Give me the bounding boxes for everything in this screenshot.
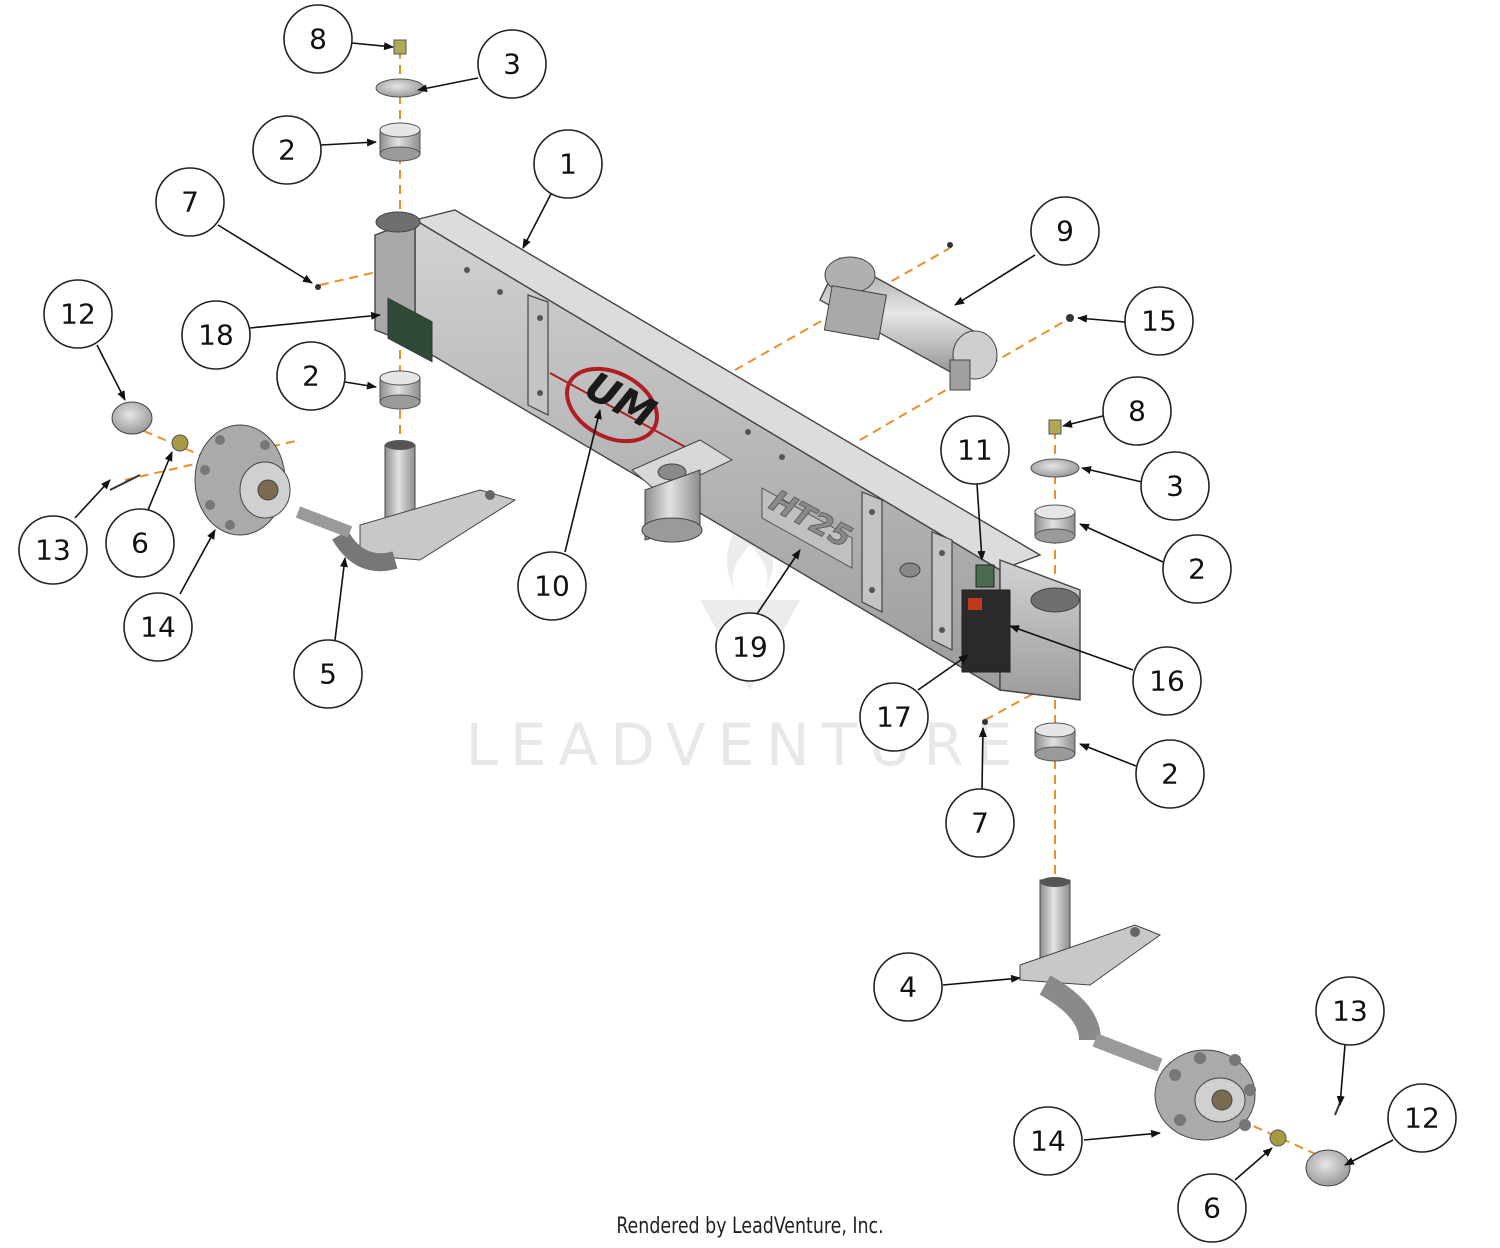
callout-16: 16 (1132, 646, 1202, 716)
right-upper-stack (1030, 419, 1080, 762)
callouts: 8 3 2 7 1 12 18 9 15 2 8 11 3 13 6 14 10… (18, 4, 1457, 1243)
watermark-text: LEADVENTURE (466, 711, 1025, 779)
svg-text:17: 17 (876, 701, 912, 734)
svg-text:5: 5 (319, 658, 337, 691)
callout-13-right: 13 (1315, 976, 1385, 1046)
svg-text:14: 14 (1030, 1125, 1066, 1158)
svg-text:10: 10 (534, 570, 570, 603)
callout-5: 5 (293, 639, 363, 709)
svg-text:2: 2 (1188, 553, 1206, 586)
svg-text:7: 7 (181, 186, 199, 219)
svg-text:8: 8 (1128, 395, 1146, 428)
callout-12-left: 12 (43, 279, 113, 349)
callout-leaders (74, 42, 1394, 1181)
svg-text:18: 18 (198, 319, 234, 352)
svg-text:2: 2 (302, 360, 320, 393)
svg-text:15: 15 (1141, 305, 1177, 338)
callout-11: 11 (940, 415, 1010, 485)
callout-7-left: 7 (155, 167, 225, 237)
svg-text:3: 3 (1166, 470, 1184, 503)
callout-3-right: 3 (1140, 451, 1210, 521)
svg-text:1: 1 (559, 148, 577, 181)
callout-14-right: 14 (1013, 1106, 1083, 1176)
callout-8-top: 8 (283, 4, 353, 74)
svg-text:7: 7 (971, 807, 989, 840)
callout-1: 1 (533, 129, 603, 199)
right-spindle (1019, 877, 1163, 1072)
callout-2-left-lower: 2 (276, 341, 346, 411)
small-hardware (109, 242, 1351, 1187)
svg-text:13: 13 (1332, 995, 1368, 1028)
callout-6-right: 6 (1177, 1173, 1247, 1243)
callout-10: 10 (517, 551, 587, 621)
svg-text:16: 16 (1149, 665, 1185, 698)
svg-text:14: 14 (140, 611, 176, 644)
svg-text:4: 4 (899, 971, 917, 1004)
right-hub (1154, 1049, 1256, 1141)
callout-3-top: 3 (477, 29, 547, 99)
callout-18: 18 (181, 300, 251, 370)
svg-text:2: 2 (1161, 758, 1179, 791)
svg-text:11: 11 (957, 434, 993, 467)
svg-text:6: 6 (1203, 1192, 1221, 1225)
left-upper-stack (375, 39, 425, 410)
svg-text:9: 9 (1056, 215, 1074, 248)
callout-13-left: 13 (18, 515, 88, 585)
hydraulic-cylinder (819, 256, 998, 391)
callout-2-right-lower: 2 (1135, 739, 1205, 809)
footer-credit: Rendered by LeadVenture, Inc. (616, 1214, 884, 1239)
svg-text:2: 2 (278, 134, 296, 167)
left-hub (194, 424, 291, 536)
svg-text:13: 13 (35, 534, 71, 567)
callout-17: 17 (859, 682, 929, 752)
svg-text:12: 12 (1404, 1102, 1440, 1135)
callout-12-right: 12 (1387, 1083, 1457, 1153)
svg-text:8: 8 (309, 23, 327, 56)
callout-14-left: 14 (123, 592, 193, 662)
callout-15: 15 (1124, 286, 1194, 356)
left-spindle (295, 440, 517, 572)
callout-4: 4 (873, 952, 943, 1022)
svg-text:12: 12 (60, 298, 96, 331)
tongue-bracket (631, 439, 734, 543)
callout-8-right: 8 (1102, 376, 1172, 446)
svg-text:19: 19 (732, 631, 768, 664)
callout-19: 19 (715, 612, 785, 682)
callout-2-top: 2 (252, 115, 322, 185)
callout-9: 9 (1030, 196, 1100, 266)
callout-2-right-upper: 2 (1162, 534, 1232, 604)
callout-6-left: 6 (105, 508, 175, 578)
callout-7-right: 7 (945, 788, 1015, 858)
svg-text:6: 6 (131, 527, 149, 560)
svg-text:3: 3 (503, 48, 521, 81)
